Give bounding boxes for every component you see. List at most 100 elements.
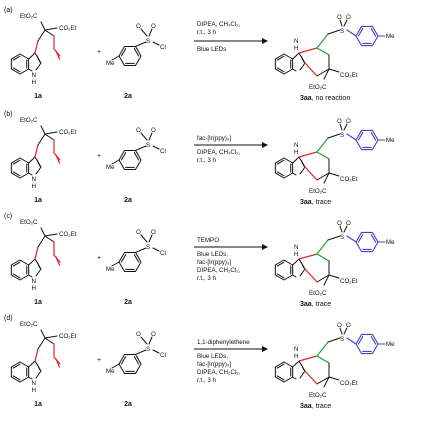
oxygen-label: O <box>151 23 156 30</box>
sulfonyl-aryl-bond <box>346 133 357 141</box>
double-bond <box>370 336 377 345</box>
sulfonyl-aryl-bond <box>346 337 357 345</box>
hydrogen-label: H <box>32 79 36 86</box>
reaction-condition: DIPEA, CH₂Cl₂, <box>197 369 241 376</box>
bond <box>152 41 160 46</box>
new-ring-bond <box>316 151 330 160</box>
bond <box>328 376 340 381</box>
bond <box>323 376 330 388</box>
bond <box>111 261 120 267</box>
bond <box>35 370 42 379</box>
nitrogen-label: N <box>294 38 298 45</box>
double-bond <box>55 358 61 368</box>
ester-group: EtO₂C <box>20 117 38 124</box>
double-bond <box>276 375 285 381</box>
double-bond <box>300 159 305 167</box>
bond <box>323 68 330 80</box>
double-bond <box>12 67 21 73</box>
ring-bond <box>304 166 318 181</box>
compound-label-1a: 1a <box>34 197 42 204</box>
bond <box>44 29 55 37</box>
methyl-label: Me <box>386 33 395 40</box>
bond <box>152 145 160 150</box>
double-bond <box>12 159 21 165</box>
bond <box>292 376 297 380</box>
double-bond <box>12 273 21 279</box>
reaction-condition: 1,1-diphenylethene <box>197 339 250 346</box>
oxygen-label: O <box>136 331 141 338</box>
reaction-outcome: , trace <box>312 199 332 206</box>
methyl-label: Me <box>386 137 395 144</box>
bond <box>292 360 306 372</box>
hydrogen-label: H <box>32 183 36 190</box>
new-ring-bond <box>316 239 329 255</box>
bond <box>148 234 153 243</box>
oxygen-label: O <box>337 118 342 125</box>
sulfur-label: S <box>340 336 344 343</box>
bond <box>152 247 160 252</box>
reaction-condition: Blue LEDs, <box>197 251 228 258</box>
reaction-condition: fac-[Ir(ppy)₃] <box>197 259 231 266</box>
oxygen-label: O <box>337 220 342 227</box>
hydrogen-label: H <box>294 149 298 156</box>
bond <box>44 133 55 141</box>
benzene-ring <box>274 157 294 179</box>
double-bond <box>276 261 285 267</box>
benzene-ring <box>274 361 294 383</box>
benzene-ring <box>118 353 142 375</box>
bond <box>323 172 330 184</box>
double-bond <box>300 55 305 63</box>
double-bond <box>300 363 305 371</box>
oxygen-label: O <box>337 322 342 329</box>
ester-group: CO₂Et <box>59 333 77 340</box>
reaction-condition: DIPEA, CH₂Cl₂, <box>197 149 241 156</box>
reaction-outcome: , trace <box>312 403 332 410</box>
double-bond <box>133 356 140 365</box>
product-caption: 3aa, trace <box>300 199 331 206</box>
arrow-head <box>262 346 268 352</box>
sulfur-label: S <box>340 132 344 139</box>
oxygen-label: O <box>346 118 351 125</box>
benzene-ring <box>274 53 294 75</box>
ring-bond <box>298 355 318 362</box>
ester-group: CO₂Et <box>340 176 358 183</box>
arrow-head <box>262 142 268 148</box>
sulfonyl-aryl-bond <box>346 235 357 243</box>
bond <box>44 27 58 31</box>
double-bond <box>276 55 285 61</box>
allyl-bond <box>53 35 61 57</box>
double-bond <box>276 171 285 177</box>
ester-group: EtO₂C <box>20 219 38 226</box>
bond <box>140 336 148 345</box>
bond <box>37 29 46 42</box>
ester-group: CO₂Et <box>340 72 358 79</box>
ester-group: EtO₂C <box>309 290 327 297</box>
compound-label-2a: 2a <box>124 299 132 306</box>
hydrogen-label: H <box>32 285 36 292</box>
bond <box>37 235 46 248</box>
double-bond <box>300 261 305 269</box>
bond <box>28 172 33 176</box>
bond <box>148 28 153 37</box>
bond <box>299 62 306 71</box>
compound-label-2a: 2a <box>124 197 132 204</box>
sulfonyl-aryl-bond <box>346 29 357 37</box>
bond <box>135 145 147 151</box>
double-bond <box>120 152 127 161</box>
bond <box>328 274 340 279</box>
methyl-label: Me <box>106 368 115 375</box>
hydrogen-label: H <box>294 45 298 52</box>
bond <box>28 258 42 270</box>
plus-sign: + <box>97 49 101 56</box>
reaction-condition: r.t., 3 h <box>197 275 216 282</box>
oxygen-label: O <box>151 127 156 134</box>
oxygen-label: O <box>151 229 156 236</box>
plus-sign: + <box>97 357 101 364</box>
double-bond <box>36 363 41 371</box>
